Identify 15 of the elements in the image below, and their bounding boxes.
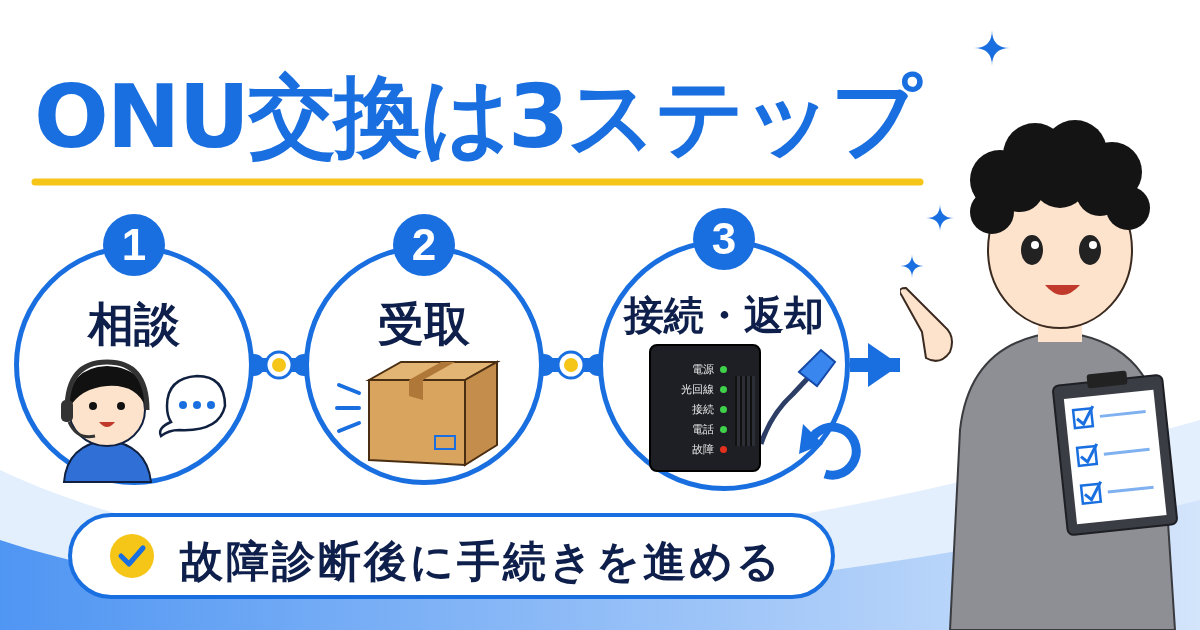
step-heading: 相談 <box>86 296 181 353</box>
title: ONU交換は3ステップ <box>34 64 920 170</box>
step-number: 1 <box>103 214 165 276</box>
step-number: 2 <box>393 214 455 276</box>
status-label: 光回線 <box>681 383 714 396</box>
onu-device <box>649 344 761 472</box>
step-heading: 受取 <box>377 296 471 353</box>
status-label: 接続 <box>692 403 714 416</box>
step-number: 3 <box>693 208 755 270</box>
step-heading: 接続・返却 <box>622 291 825 340</box>
note-text: 故障診断後に手続きを進める <box>180 535 783 588</box>
status-label: 電話 <box>692 423 714 436</box>
status-label: 電源 <box>692 363 714 376</box>
arrow <box>850 343 900 387</box>
status-label: 故障 <box>692 443 714 456</box>
